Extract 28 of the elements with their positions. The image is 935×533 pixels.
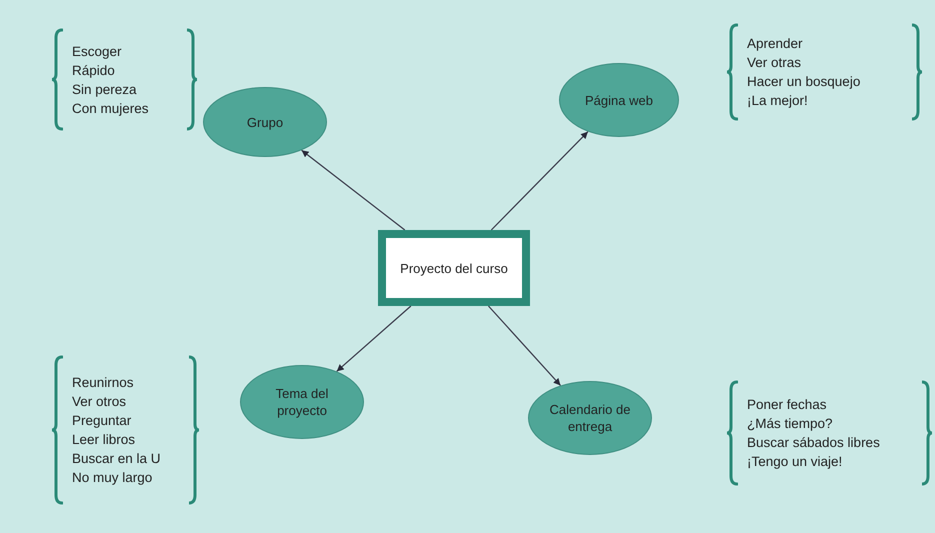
list-item: No muy largo <box>72 469 152 487</box>
arrow <box>336 306 412 372</box>
list-item: Con mujeres <box>72 100 149 118</box>
list-item: Rápido <box>72 62 115 80</box>
list-item: ¡La mejor! <box>747 92 808 110</box>
list-item: Ver otros <box>72 393 126 411</box>
list-item: Reunirnos <box>72 374 134 392</box>
central-label: Proyecto del curso <box>400 260 508 276</box>
topic-label: Página web <box>585 92 653 108</box>
list-item: Buscar sábados libres <box>747 434 880 452</box>
list-item: Leer libros <box>72 431 136 449</box>
topic-label: Grupo <box>246 114 284 130</box>
list-item: Hacer un bosquejo <box>747 73 860 91</box>
list-item: Escoger <box>72 42 122 60</box>
arrow <box>490 131 588 230</box>
list-item: Preguntar <box>72 412 132 430</box>
list-item: Sin pereza <box>72 80 137 98</box>
arrow <box>301 150 406 230</box>
list-item: Aprender <box>747 35 803 53</box>
topic-label: Calendario de entrega <box>548 401 632 435</box>
list-item: ¡Tengo un viaje! <box>747 453 842 471</box>
central-box <box>378 230 530 306</box>
list-item: Buscar en la U <box>72 450 161 468</box>
list-item: Poner fechas <box>747 396 827 414</box>
list-item: ¿Más tiempo? <box>747 415 833 433</box>
list-item: Ver otras <box>747 54 802 72</box>
topic-label: Tema del proyecto <box>274 385 330 419</box>
arrow <box>488 306 561 386</box>
